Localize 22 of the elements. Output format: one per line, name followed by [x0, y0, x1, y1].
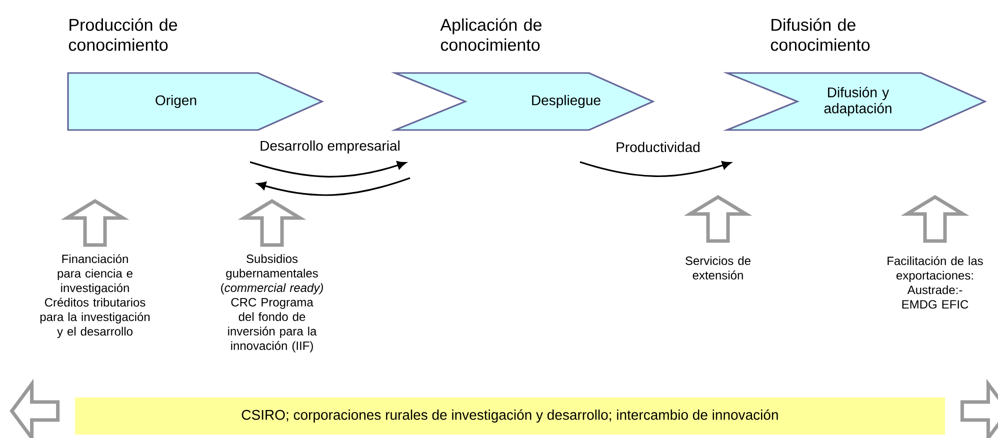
- stage-heading: Difusión de conocimiento: [770, 18, 870, 51]
- block-arrow: [60, 198, 130, 247]
- curved-arrow: [256, 177, 410, 196]
- edge-label: Productividad: [614, 140, 702, 154]
- support-text: Servicios de extensión: [686, 256, 750, 280]
- chevron: Origen: [67, 72, 324, 131]
- curved-arrow: [580, 161, 732, 178]
- program-band: CSIRO; corporaciones rurales de investigación y desarrollo; intercambio de innovación: [75, 398, 945, 434]
- chevron: Difusión y adaptación: [722, 72, 987, 131]
- curved-arrow: [250, 161, 406, 178]
- block-arrow: [900, 194, 970, 243]
- block-arrow: [10, 378, 60, 438]
- support-text: Subsidios gubernamentales (commercial ready) CRC Programa del fondo de inversión para la innovación (IIF): [221, 254, 323, 352]
- support-text: Facilitación de las exportaciones: Austrade:- EMDG EFIC: [888, 256, 983, 309]
- edge-label: Desarrollo empresarial: [258, 139, 402, 155]
- stage-heading: Aplicación de conocimiento: [440, 18, 542, 51]
- block-arrow: [684, 194, 752, 243]
- block-arrow: [238, 198, 306, 247]
- support-text: Financiación para ciencia e investigación Créditos tributarios para la investigación y el desarrollo: [40, 254, 150, 338]
- chevron: Despliegue: [390, 72, 655, 131]
- stage-heading: Producción de conocimiento: [68, 18, 178, 51]
- block-arrow: [960, 378, 998, 438]
